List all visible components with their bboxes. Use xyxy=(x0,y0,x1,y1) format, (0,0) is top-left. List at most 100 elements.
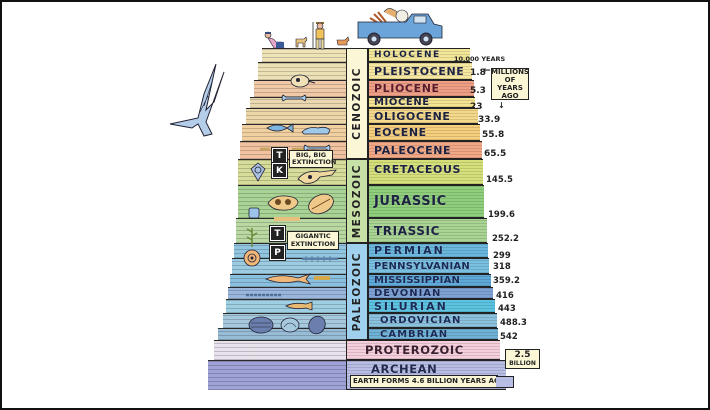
era-paleozoic: PALEOZOIC xyxy=(346,243,368,340)
layer-pliocene xyxy=(254,80,346,97)
era-label: MESOZOIC xyxy=(351,163,363,239)
era-mesozoic: MESOZOIC xyxy=(346,159,368,243)
fossil-plant-icon xyxy=(246,228,258,247)
fossil-shark-icon xyxy=(264,273,312,285)
period-eocene: EOCENE xyxy=(368,124,480,141)
age-pennsylvanian: 318 xyxy=(493,262,511,272)
period-devonian: DEVONIAN xyxy=(368,287,493,299)
fossil-brachiopod-icon xyxy=(280,317,300,333)
layer-archean xyxy=(208,360,346,390)
fossil-ammonite-shell-icon xyxy=(250,162,266,182)
fossil-trilobite-icon xyxy=(248,316,274,334)
age-ordovician: 488.3 xyxy=(500,318,527,328)
period-label: CAMBRIAN xyxy=(380,328,449,340)
fossil-fish-icon xyxy=(266,123,294,133)
period-pliocene: PLIOCENE xyxy=(368,80,474,97)
fossil-fern-icon xyxy=(302,256,338,262)
fossil-coral-icon xyxy=(314,276,330,280)
period-cretaceous: CRETACEOUS xyxy=(368,159,483,185)
pickup-truck-icon xyxy=(357,8,443,46)
fossil-dinosaur-skull-icon xyxy=(297,169,337,184)
left-arrow-icon: ← xyxy=(483,66,491,76)
age-triassic: 252.2 xyxy=(492,234,519,244)
period-label: TRIASSIC xyxy=(374,223,440,238)
fossil-crinoid-icon xyxy=(246,293,282,297)
fossil-mammal-icon xyxy=(301,126,331,135)
layer-devonian xyxy=(228,287,346,299)
age-pleistocene: 1.8 xyxy=(470,68,486,78)
age-silurian: 443 xyxy=(498,304,516,314)
small-dog-icon xyxy=(336,36,350,46)
period-ordovician: ORDOVICIAN xyxy=(368,313,497,328)
gigantic-extinction-label: GIGANTIC EXTINCTION xyxy=(287,231,339,250)
layer-pleistocene xyxy=(258,62,346,80)
millions-of-years-ago-label: MILLIONS OF YEARS AGO xyxy=(491,68,529,100)
pterodactyl-icon xyxy=(169,63,225,137)
period-jurassic: JURASSIC xyxy=(368,185,484,218)
earth-forms-label: EARTH FORMS 4.6 BILLION YEARS AGO xyxy=(350,375,506,388)
age-jurassic: 199.6 xyxy=(488,210,515,220)
period-label: EOCENE xyxy=(374,126,427,139)
period-label: SILURIAN xyxy=(374,299,448,313)
big-extinction-label: BIG, BIG EXTINCTION xyxy=(289,150,336,168)
period-label: JURASSIC xyxy=(374,194,447,209)
fossil-trilobite-icon xyxy=(308,315,326,335)
fossil-armored-fish-icon xyxy=(285,301,313,311)
age-pliocene: 5.3 xyxy=(470,86,486,96)
billion-value: 2.5 xyxy=(514,350,531,360)
dog-icon xyxy=(295,36,308,48)
standing-paleontologist-icon xyxy=(312,22,325,50)
kneeling-paleontologist-icon xyxy=(264,31,285,49)
period-label: PENNSYLVANIAN xyxy=(374,260,470,272)
period-label: MIOCENE xyxy=(374,97,430,108)
age-miocene: 23 xyxy=(470,102,483,112)
fossil-tooth-icon xyxy=(248,207,260,219)
age-oligocene: 33.9 xyxy=(478,115,501,125)
billion-callout: 2.5 BILLION xyxy=(505,349,540,369)
marker-t-lower: T xyxy=(269,225,286,242)
marker-p: P xyxy=(269,244,286,261)
fossil-skull-icon xyxy=(290,74,316,88)
period-label: PLEISTOCENE xyxy=(374,64,465,78)
period-permian: PERMIAN xyxy=(368,243,488,258)
period-label: HOLOCENE xyxy=(374,50,441,60)
age-paleocene: 65.5 xyxy=(484,149,507,159)
marker-k: K xyxy=(271,162,288,179)
layer-holocene xyxy=(262,48,346,62)
marker-t-upper: T xyxy=(271,147,288,164)
fossil-bone-icon xyxy=(281,94,307,102)
period-label: DEVONIAN xyxy=(374,287,442,299)
period-mississippian: MISSISSIPPIAN xyxy=(368,274,491,287)
period-label: ARCHEAN xyxy=(371,362,438,376)
period-cambrian: CAMBRIAN xyxy=(368,328,498,340)
age-mississippian: 359.2 xyxy=(493,276,520,286)
age-permian: 299 xyxy=(493,251,511,261)
down-arrow-icon: ↓ xyxy=(498,101,505,110)
period-pleistocene: PLEISTOCENE xyxy=(368,62,472,80)
fossil-jaw-icon xyxy=(274,217,300,221)
fossil-trex-skull-icon xyxy=(267,195,299,211)
era-label: PALEOZOIC xyxy=(351,251,363,332)
fossil-ammonite-icon xyxy=(243,249,261,267)
period-oligocene: OLIGOCENE xyxy=(368,108,478,124)
period-holocene: HOLOCENE xyxy=(368,48,470,62)
age-cambrian: 542 xyxy=(500,332,518,342)
fossil-leaf-icon xyxy=(308,193,334,215)
period-silurian: SILURIAN xyxy=(368,299,495,313)
age-devonian: 416 xyxy=(496,291,514,301)
era-cenozoic: CENOZOIC xyxy=(346,48,368,159)
period-pennsylvanian: PENNSYLVANIAN xyxy=(368,258,489,274)
period-label: ORDOVICIAN xyxy=(380,315,462,326)
era-label: CENOZOIC xyxy=(351,67,363,140)
age-holocene: 10,000 YEARS xyxy=(454,55,506,63)
period-label: PROTEROZOIC xyxy=(365,343,464,357)
billion-unit: BILLION xyxy=(509,360,536,367)
age-cretaceous: 145.5 xyxy=(486,175,513,185)
layer-oligocene xyxy=(246,108,346,124)
period-label: PLIOCENE xyxy=(374,82,440,95)
age-eocene: 55.8 xyxy=(482,130,505,140)
period-label: CRETACEOUS xyxy=(374,162,462,176)
period-label: PERMIAN xyxy=(374,244,445,257)
period-triassic: TRIASSIC xyxy=(368,218,487,243)
period-paleocene: PALEOCENE xyxy=(368,141,482,159)
